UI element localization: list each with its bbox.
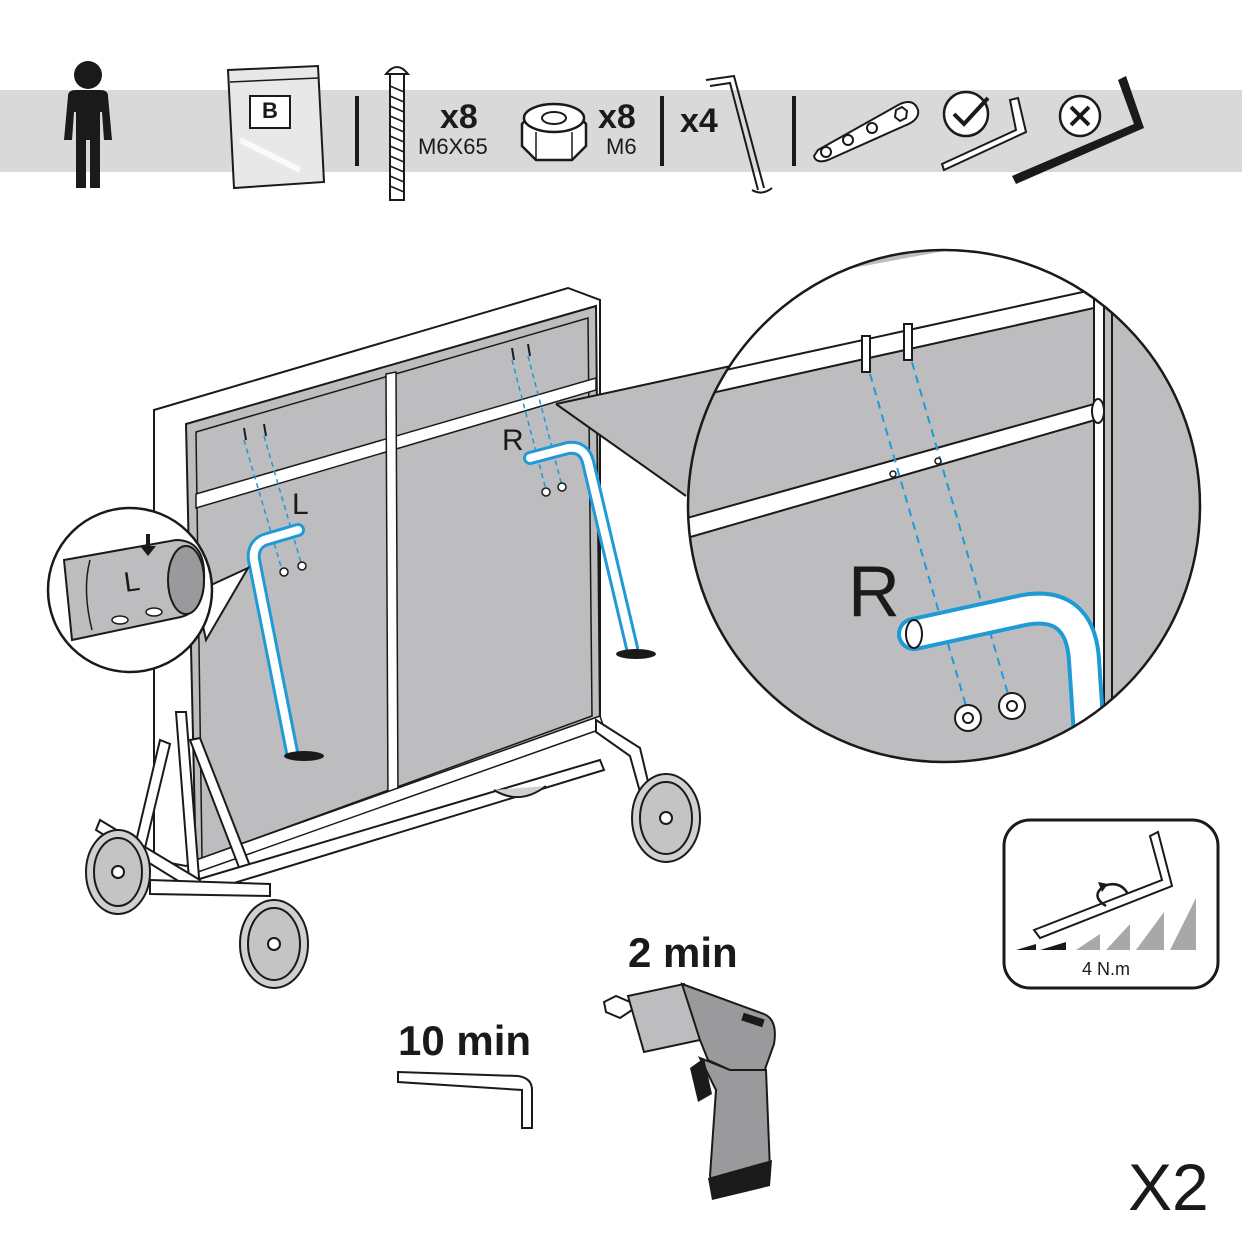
leg-right-label: R [502, 424, 524, 457]
forbidden-hex-key-icon [1012, 76, 1144, 184]
torque-setting-panel [1002, 818, 1220, 990]
leg-right [523, 440, 656, 659]
wheel [493, 785, 547, 798]
bag-letter: B [262, 98, 278, 123]
bolt-spec: M6X65 [418, 134, 488, 159]
repeat-count: X2 [1128, 1150, 1209, 1224]
wheel [631, 773, 701, 863]
drill-time: 2 min [628, 929, 738, 976]
wheel [85, 829, 151, 915]
detail-right-callout [555, 248, 1202, 764]
bolt-quantity: x8 [440, 98, 478, 136]
nut-quantity: x8 [598, 98, 636, 136]
parts-band [0, 90, 1242, 172]
allowed-hex-key-icon [940, 90, 1028, 172]
detail-left-callout [46, 506, 251, 674]
bolt-icon [383, 66, 411, 201]
nut-spec: M6 [606, 134, 637, 159]
leg-left-label: L [292, 488, 309, 521]
table-main [85, 286, 701, 989]
electric-drill-icon [602, 982, 776, 1200]
pin-icon [705, 74, 773, 194]
wrench-icon [812, 101, 920, 163]
nut-icon [520, 102, 588, 162]
arrow-down-icon [140, 534, 156, 556]
hex-key-time: 10 min [398, 1017, 532, 1064]
torque-value: 4 N.m [1082, 959, 1131, 979]
parts-bag-icon [226, 64, 326, 190]
pin-quantity: x4 [680, 102, 718, 140]
wheel [239, 899, 309, 989]
hex-key-tool-icon [397, 1070, 533, 1129]
leg-left [246, 523, 324, 761]
one-person-icon [64, 61, 112, 188]
detail-right-label: R [848, 552, 900, 632]
